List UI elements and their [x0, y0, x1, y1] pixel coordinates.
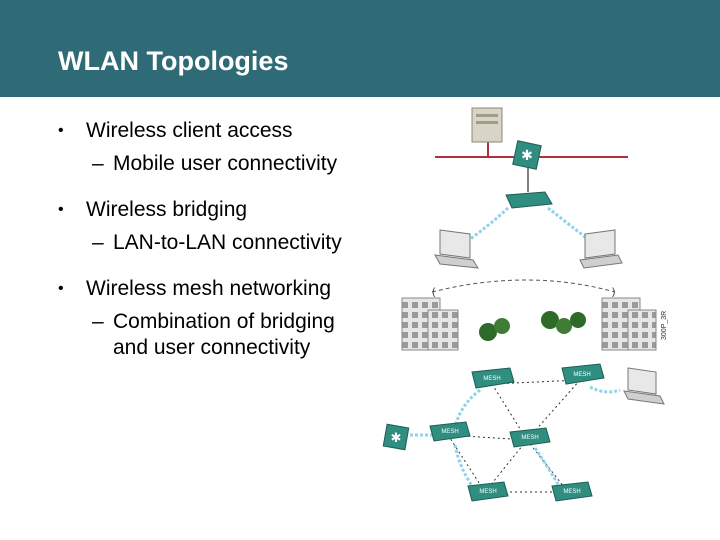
dash-icon: –	[92, 231, 104, 254]
figure-id: 300P_3R	[661, 311, 668, 340]
mesh-wireless-link	[453, 388, 481, 429]
topology-diagram: ✱ ( ) 300P_3R	[382, 107, 668, 502]
sub-bullet-text: Mobile user connectivity	[113, 152, 338, 175]
bullet-list: • Wireless client access – Mobile user c…	[58, 118, 358, 381]
bullet-icon: •	[58, 280, 64, 297]
bullet-icon: •	[58, 201, 64, 218]
building-icon	[601, 297, 657, 351]
bridge-link	[431, 279, 616, 293]
bullet-icon: •	[58, 122, 64, 139]
bridge-antenna-icon: (	[432, 287, 436, 298]
mesh-access-point: MESH	[429, 421, 471, 442]
svg-text:✱: ✱	[391, 430, 402, 445]
slide-header	[0, 0, 720, 97]
laptop-icon	[579, 229, 623, 269]
svg-text:MESH: MESH	[441, 429, 458, 435]
access-point-icon	[505, 191, 553, 209]
mesh-access-point: MESH	[509, 427, 551, 448]
bridge-antenna-icon: )	[612, 287, 615, 298]
sub-bullet-lan-to-lan: – LAN-to-LAN connectivity	[58, 230, 358, 256]
bullet-text: Wireless client access	[86, 119, 293, 142]
bullet-wireless-mesh: • Wireless mesh networking	[58, 276, 358, 301]
sub-bullet-text: Combination of bridging and user connect…	[113, 310, 335, 359]
server-icon	[471, 107, 503, 143]
bullet-wireless-client-access: • Wireless client access	[58, 118, 358, 143]
dash-icon: –	[92, 310, 104, 333]
switch-icon: ✱	[512, 140, 542, 170]
laptop-icon	[623, 367, 665, 405]
sub-bullet-mobile-user: – Mobile user connectivity	[58, 151, 358, 177]
mesh-access-point: MESH	[471, 367, 515, 389]
sub-bullet-text: LAN-to-LAN connectivity	[113, 231, 342, 254]
svg-text:MESH: MESH	[479, 489, 496, 495]
slide-title: WLAN Topologies	[58, 46, 289, 76]
laptop-icon	[434, 229, 479, 269]
mesh-access-point: MESH	[467, 481, 509, 502]
trees-icon	[479, 311, 586, 341]
sub-bullet-combination: – Combination of bridging and user conne…	[58, 309, 358, 361]
mesh-access-point: MESH	[561, 363, 605, 385]
mesh-wireless-link	[533, 447, 562, 489]
wireless-link	[461, 206, 510, 247]
mesh-wireless-link	[589, 385, 621, 394]
svg-text:MESH: MESH	[563, 489, 580, 495]
svg-text:MESH: MESH	[573, 372, 590, 378]
dash-icon: –	[92, 152, 104, 175]
building-icon	[401, 297, 459, 351]
bullet-text: Wireless bridging	[86, 198, 248, 221]
mesh-access-point: MESH	[551, 481, 593, 502]
bullet-text: Wireless mesh networking	[86, 277, 332, 300]
svg-text:MESH: MESH	[521, 435, 538, 441]
svg-text:✱: ✱	[521, 147, 533, 163]
mesh-wireless-link	[453, 444, 477, 491]
svg-text:MESH: MESH	[483, 376, 500, 382]
bullet-wireless-bridging: • Wireless bridging	[58, 197, 358, 222]
switch-icon: ✱	[382, 423, 410, 451]
